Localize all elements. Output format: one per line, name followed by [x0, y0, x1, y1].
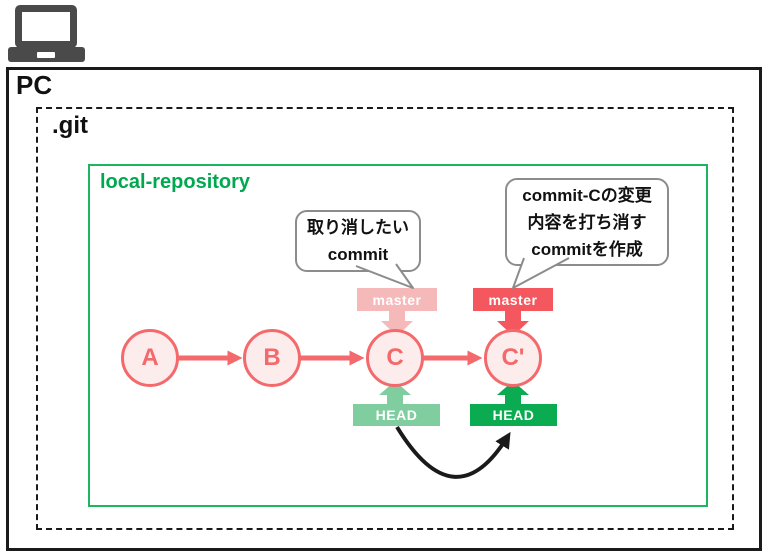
callout-revert-commit: commit-Cの変更 内容を打ち消す commitを作成	[505, 178, 669, 266]
callout-revert-line-3: commitを作成	[531, 239, 643, 259]
commit-node-b: B	[243, 329, 301, 387]
callout-undo-commit: 取り消したい commit	[295, 210, 421, 272]
callout-revert-line-1: commit-Cの変更	[522, 185, 652, 205]
laptop-screen	[22, 12, 70, 41]
commit-node-c: C	[366, 329, 424, 387]
callout-revert-line-2: 内容を打ち消す	[527, 212, 647, 232]
callout-undo-line-2: commit	[327, 245, 389, 264]
laptop-icon	[8, 5, 85, 62]
head-pointer-old: HEAD	[353, 404, 440, 426]
master-pointer-old: master	[357, 288, 437, 311]
pc-box	[6, 67, 762, 551]
git-folder-label: .git	[52, 112, 88, 139]
commit-node-c-prime: C'	[484, 329, 542, 387]
git-folder-box	[36, 107, 734, 530]
head-pointer-new: HEAD	[470, 404, 557, 426]
master-pointer-new: master	[473, 288, 553, 311]
laptop-trackpad	[37, 52, 55, 58]
local-repository-label: local-repository	[100, 171, 251, 193]
callout-undo-line-1: 取り消したい	[307, 218, 409, 237]
commit-node-a: A	[121, 329, 179, 387]
pc-label: PC	[16, 70, 53, 100]
